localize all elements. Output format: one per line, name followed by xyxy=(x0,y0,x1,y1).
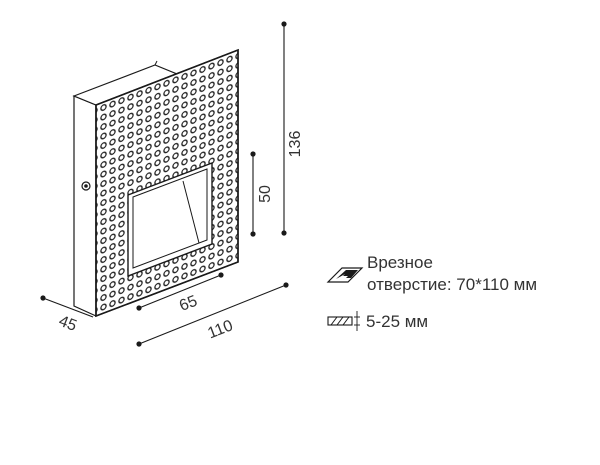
dimension-label-65: 65 xyxy=(177,293,200,315)
legend-wall-thickness: 5-25 мм xyxy=(366,312,429,331)
dimension-label-110: 110 xyxy=(205,317,235,342)
screw-icon xyxy=(81,181,91,191)
dimension-label-45: 45 xyxy=(56,313,79,335)
light-opening xyxy=(127,161,213,278)
dimension-opening-width: 65 xyxy=(136,272,224,315)
cutout-opening-icon xyxy=(326,267,364,283)
legend-cutout-line1: Врезное xyxy=(367,253,433,272)
legend-cutout-line2: отверстие: 70*110 мм xyxy=(367,275,538,294)
dimension-total-height: 136 xyxy=(281,21,304,236)
dimension-opening-height: 50 xyxy=(250,151,274,237)
dimension-label-136: 136 xyxy=(287,131,304,158)
dimension-depth: 45 xyxy=(40,295,94,335)
wall-thickness-icon xyxy=(327,311,360,331)
dimension-label-50: 50 xyxy=(257,185,274,203)
